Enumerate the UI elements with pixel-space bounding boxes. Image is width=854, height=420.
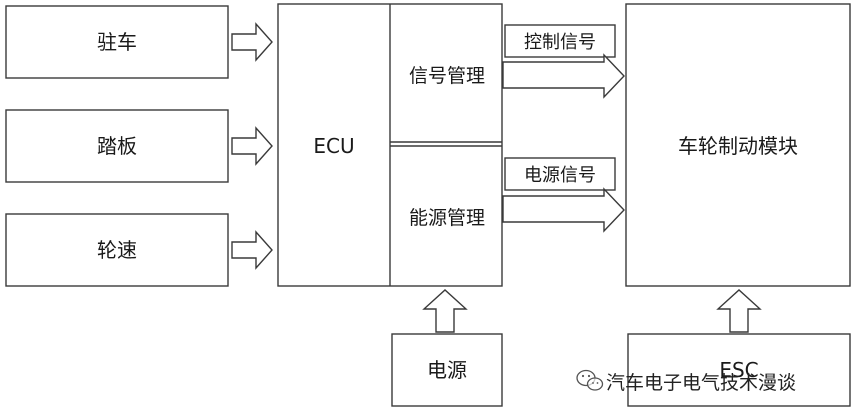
wheel-brake-module: 车轮制动模块	[625, 3, 851, 287]
input-label-wheel-speed: 轮速	[97, 238, 137, 262]
input-label-parking: 驻车	[97, 30, 137, 54]
input-label-pedal: 踏板	[97, 134, 137, 158]
wechat-icon	[576, 369, 604, 391]
watermark-text: 汽车电子电气技术漫谈	[606, 372, 796, 394]
power-signal-label: 电源信号	[524, 165, 596, 186]
power-supply-label: 电源	[427, 358, 467, 382]
arrow-power-signal	[502, 187, 625, 233]
input-box-wheel-speed: 轮速	[5, 213, 229, 287]
power-supply-box: 电源	[391, 333, 503, 407]
control-signal-label-box: 控制信号	[504, 24, 616, 58]
watermark: 汽车电子电气技术漫谈	[576, 369, 796, 394]
esc-label: ESC	[719, 358, 758, 382]
signal-management-label: 信号管理	[409, 65, 485, 87]
control-signal-label: 控制信号	[524, 32, 596, 53]
input-box-pedal: 踏板	[5, 109, 229, 183]
input-box-parking: 驻车	[5, 5, 229, 79]
esc-box: ESC	[627, 333, 851, 407]
energy-management-label: 能源管理	[409, 207, 485, 229]
ecu-block: ECU 信号管理 能源管理	[277, 3, 503, 287]
arrow-wheel-speed-to-ecu	[231, 230, 273, 270]
arrow-parking-to-ecu	[231, 22, 273, 62]
arrow-esc-to-brake-module	[716, 289, 762, 333]
arrow-control-signal	[502, 53, 625, 99]
arrow-power-supply-to-ecu	[422, 289, 468, 333]
wheel-brake-module-label: 车轮制动模块	[678, 134, 798, 158]
arrow-pedal-to-ecu	[231, 126, 273, 166]
ecu-label: ECU	[313, 134, 354, 158]
power-signal-label-box: 电源信号	[504, 157, 616, 191]
